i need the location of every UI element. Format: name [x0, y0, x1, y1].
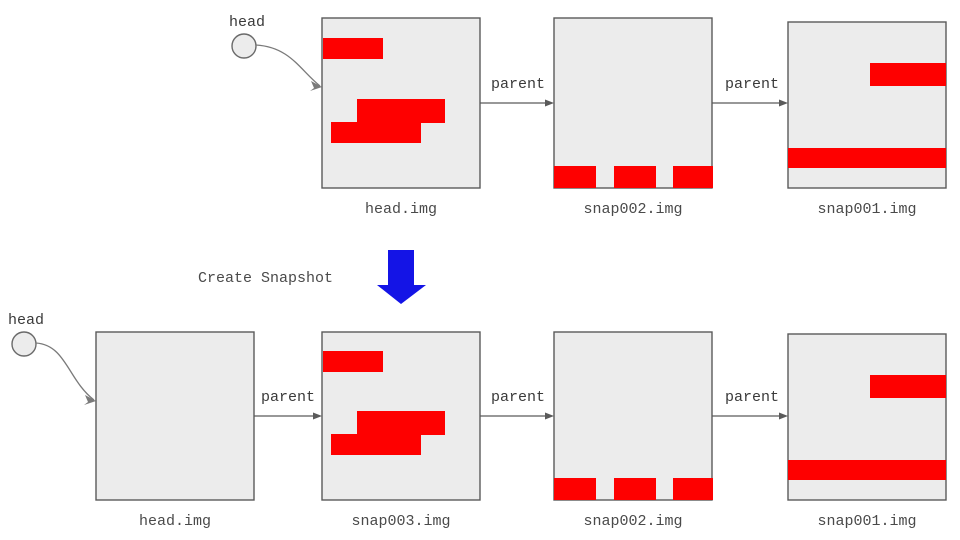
- data-block: [673, 166, 713, 188]
- data-block: [614, 478, 656, 500]
- head-pointer-circle-top: [231, 33, 257, 59]
- node-head-img-top[interactable]: head.img: [321, 17, 481, 218]
- node-snap001-img-top[interactable]: snap001.img: [787, 21, 947, 218]
- node-caption: head.img: [365, 201, 437, 218]
- data-block: [323, 351, 383, 372]
- edge-arrowhead: [779, 99, 788, 107]
- edge-label: parent: [725, 389, 779, 406]
- node-box-snap002-img-bottom[interactable]: [553, 331, 713, 501]
- data-block: [614, 166, 656, 188]
- node-box-head-img-bottom[interactable]: [95, 331, 255, 501]
- head-pointer-top: head: [229, 14, 322, 91]
- edge-arrowhead: [779, 412, 788, 420]
- data-block: [870, 63, 946, 86]
- data-block: [554, 478, 596, 500]
- edge-arrowhead: [313, 412, 322, 420]
- edge-parent-top-1: parent: [480, 76, 554, 107]
- transition-create-snapshot: Create Snapshot: [198, 250, 426, 304]
- node-blocks-two-bars-bottom: [788, 375, 946, 480]
- data-block: [788, 148, 946, 168]
- data-block: [554, 166, 596, 188]
- edge-label: parent: [491, 76, 545, 93]
- node-box-snap002-img-top[interactable]: [553, 17, 713, 189]
- node-head-img-bottom[interactable]: head.img: [95, 331, 255, 530]
- edge-parent-bottom-1: parent: [254, 389, 322, 420]
- down-arrow-icon: [377, 250, 426, 304]
- node-snap001-img-bottom[interactable]: snap001.img: [787, 333, 947, 530]
- node-caption: head.img: [139, 513, 211, 530]
- data-block: [788, 460, 946, 480]
- head-pointer-curve-top: [255, 44, 321, 87]
- node-blocks-stepped-bottom: [323, 351, 445, 455]
- data-block: [331, 122, 421, 143]
- head-pointer-arrowhead-top: [310, 81, 322, 91]
- data-block: [323, 38, 383, 59]
- create-snapshot-label: Create Snapshot: [198, 270, 333, 287]
- data-block: [357, 99, 445, 123]
- head-pointer-arrowhead-bottom: [84, 395, 96, 405]
- node-blocks-three-bottom-top: [554, 166, 713, 188]
- node-caption: snap001.img: [817, 513, 916, 530]
- data-block: [673, 478, 713, 500]
- edge-arrowhead: [545, 99, 554, 107]
- edge-arrowhead: [545, 412, 554, 420]
- edge-label: parent: [491, 389, 545, 406]
- head-pointer-circle-bottom: [11, 331, 37, 357]
- node-blocks-stepped-top: [323, 38, 445, 143]
- edge-parent-top-2: parent: [712, 76, 788, 107]
- head-pointer-label-top: head: [229, 14, 265, 31]
- head-pointer-bottom: head: [8, 312, 96, 405]
- edge-parent-bottom-2: parent: [480, 389, 554, 420]
- node-snap002-img-top[interactable]: snap002.img: [553, 17, 713, 218]
- node-caption: snap001.img: [817, 201, 916, 218]
- data-block: [357, 411, 445, 435]
- node-caption: snap002.img: [583, 201, 682, 218]
- node-caption: snap003.img: [351, 513, 450, 530]
- edge-parent-bottom-3: parent: [712, 389, 788, 420]
- node-snap003-img-bottom[interactable]: snap003.img: [321, 331, 481, 530]
- data-block: [331, 434, 421, 455]
- node-caption: snap002.img: [583, 513, 682, 530]
- data-block: [870, 375, 946, 398]
- node-blocks-two-bars-top: [788, 63, 946, 168]
- head-pointer-label-bottom: head: [8, 312, 44, 329]
- node-blocks-three-bottom-bottom: [554, 478, 713, 500]
- head-pointer-curve-bottom: [35, 342, 95, 401]
- edge-label: parent: [261, 389, 315, 406]
- node-snap002-img-bottom[interactable]: snap002.img: [553, 331, 713, 530]
- edge-label: parent: [725, 76, 779, 93]
